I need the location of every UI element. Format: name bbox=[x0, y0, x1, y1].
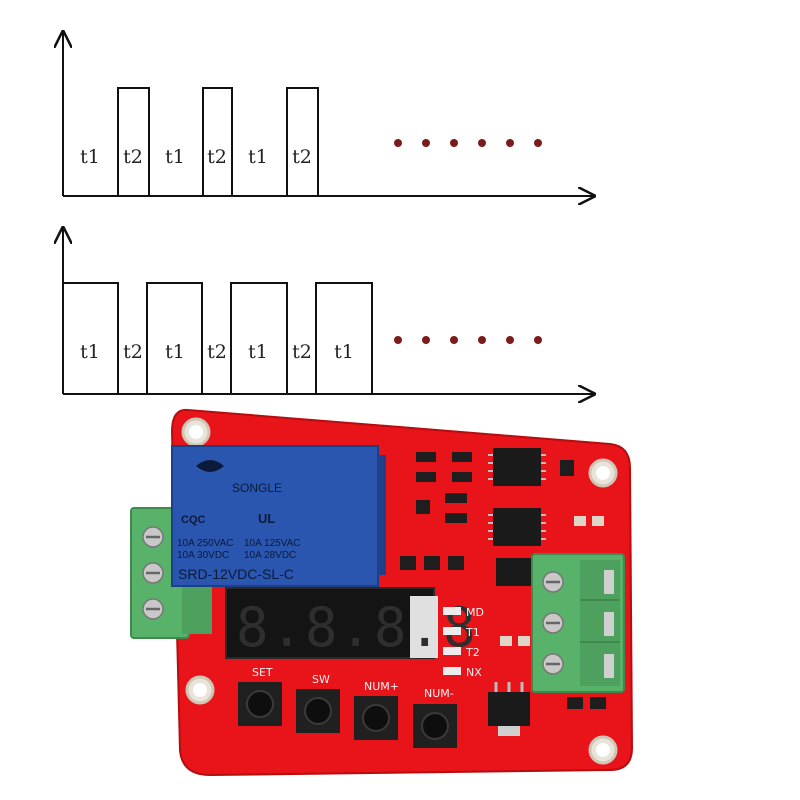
period-label: t2 bbox=[207, 341, 227, 363]
relay-rating: 10A 125VAC bbox=[244, 538, 301, 549]
indicator-label: MD bbox=[466, 606, 484, 619]
period-label: t2 bbox=[292, 146, 312, 168]
relay-rating: 10A 28VDC bbox=[244, 550, 296, 561]
period-label: t2 bbox=[292, 341, 312, 363]
pulse-waveform-bottom bbox=[62, 282, 373, 394]
button-label-sw: SW bbox=[312, 673, 330, 686]
mounting-hole bbox=[181, 417, 211, 447]
button-label-set: SET bbox=[252, 666, 273, 679]
relay-cqc-mark: CQC bbox=[181, 514, 206, 526]
button-label-num-minus: NUM- bbox=[424, 687, 454, 700]
display-digits: 8.8.8.8 bbox=[236, 596, 478, 659]
relay-module-board: SONGLE CQC UL 10A 250VAC 10A 30VDC 10A 1… bbox=[130, 408, 634, 777]
ellipsis-dots-bottom bbox=[394, 336, 542, 344]
pulse-waveform-top bbox=[117, 87, 319, 196]
mounting-hole bbox=[185, 675, 215, 705]
relay-model: SRD-12VDC-SL-C bbox=[178, 566, 294, 582]
relay-module: SONGLE CQC UL 10A 250VAC 10A 30VDC 10A 1… bbox=[171, 445, 386, 587]
ellipsis-dots-top bbox=[394, 139, 542, 147]
button-label-num-plus: NUM+ bbox=[364, 680, 399, 693]
sw-button[interactable]: SW bbox=[296, 673, 340, 733]
period-label: t1 bbox=[248, 146, 268, 168]
indicator-label: T2 bbox=[465, 646, 480, 659]
set-button[interactable]: SET bbox=[238, 666, 282, 726]
period-label: t1 bbox=[334, 341, 354, 363]
relay-rating: 10A 30VDC bbox=[177, 550, 229, 561]
period-label: t1 bbox=[165, 146, 185, 168]
voltage-regulator bbox=[488, 682, 530, 736]
period-label: t1 bbox=[165, 341, 185, 363]
screw-terminal-right bbox=[531, 553, 625, 693]
seven-segment-display: 8.8.8.8 bbox=[225, 587, 478, 659]
relay-ul-mark: UL bbox=[258, 511, 275, 526]
songle-logo-icon bbox=[196, 460, 224, 472]
period-label: t2 bbox=[123, 146, 143, 168]
relay-brand: SONGLE bbox=[232, 481, 282, 495]
timing-diagram-top: t1 t2 t1 t2 t1 t2 bbox=[63, 32, 594, 196]
indicator-label: NX bbox=[466, 666, 482, 679]
relay-rating: 10A 250VAC bbox=[177, 538, 234, 549]
period-label: t1 bbox=[80, 146, 100, 168]
mounting-hole bbox=[588, 735, 618, 765]
smd-components bbox=[400, 452, 606, 709]
ic-chip bbox=[488, 448, 546, 586]
num-minus-button[interactable]: NUM- bbox=[413, 687, 457, 748]
period-label: t2 bbox=[207, 146, 227, 168]
num-plus-button[interactable]: NUM+ bbox=[354, 680, 399, 740]
mode-indicators: MD T1 T2 NX bbox=[443, 606, 484, 679]
timing-diagram-bottom: t1 t2 t1 t2 t1 t2 t1 bbox=[63, 228, 594, 394]
mounting-hole bbox=[588, 458, 618, 488]
period-label: t2 bbox=[123, 341, 143, 363]
period-label: t1 bbox=[80, 341, 100, 363]
period-label: t1 bbox=[248, 341, 268, 363]
indicator-label: T1 bbox=[465, 626, 480, 639]
